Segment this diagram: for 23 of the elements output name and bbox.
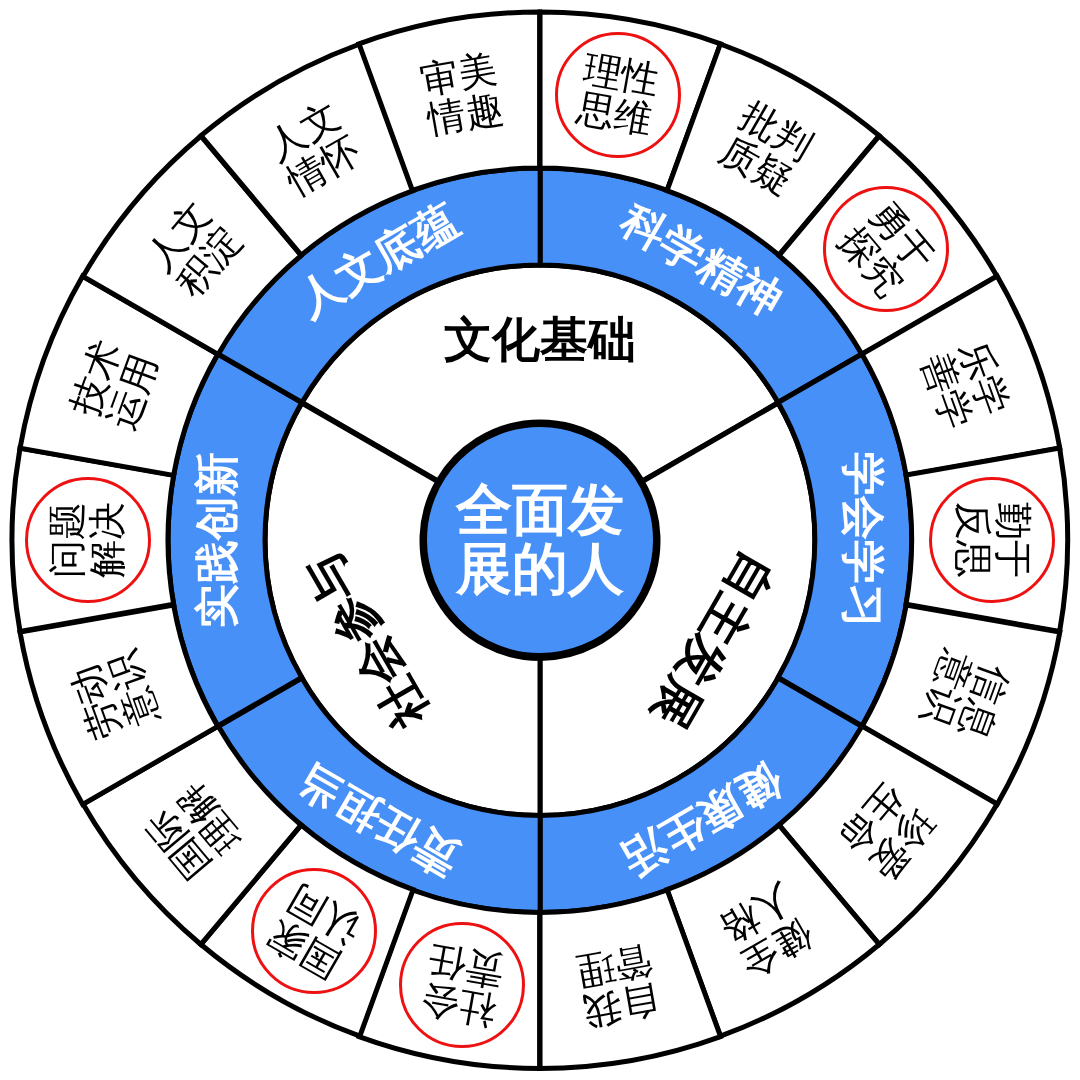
segment-label: 信息意识: [913, 644, 1016, 746]
segment-label: 珍爱生命: [830, 774, 943, 887]
segment-label: 自我管理: [573, 938, 665, 1032]
segment-label: 人文积淀: [137, 193, 250, 306]
segment-label: 健全人格: [712, 876, 821, 986]
segment-label: 乐学善学: [913, 334, 1016, 437]
segment-label: 审美情趣: [415, 48, 507, 142]
segment-label: 问题解决: [48, 501, 128, 580]
segment-label: 学会学习: [839, 452, 887, 628]
segment-label: 理性思维: [573, 48, 665, 142]
sector-label: 文化基础: [444, 314, 636, 366]
segment-label: 国际理解: [137, 774, 250, 887]
segment-label: 技术运用: [64, 334, 167, 437]
sector-label: 社会参与: [296, 544, 437, 736]
segment-label: 人文情怀: [259, 94, 368, 204]
segment-label: 劳动意识: [64, 644, 167, 746]
segment-label: 批判质疑: [712, 94, 821, 204]
center-label: 全面发展的人: [454, 481, 625, 599]
segment-label: 勇于探究: [830, 193, 943, 306]
segment-label: 实践创新: [193, 452, 241, 628]
segment-label: 社会责任: [415, 938, 507, 1032]
sector-label: 自主发展: [643, 544, 783, 736]
segment-label: 勤于反思: [952, 501, 1032, 580]
